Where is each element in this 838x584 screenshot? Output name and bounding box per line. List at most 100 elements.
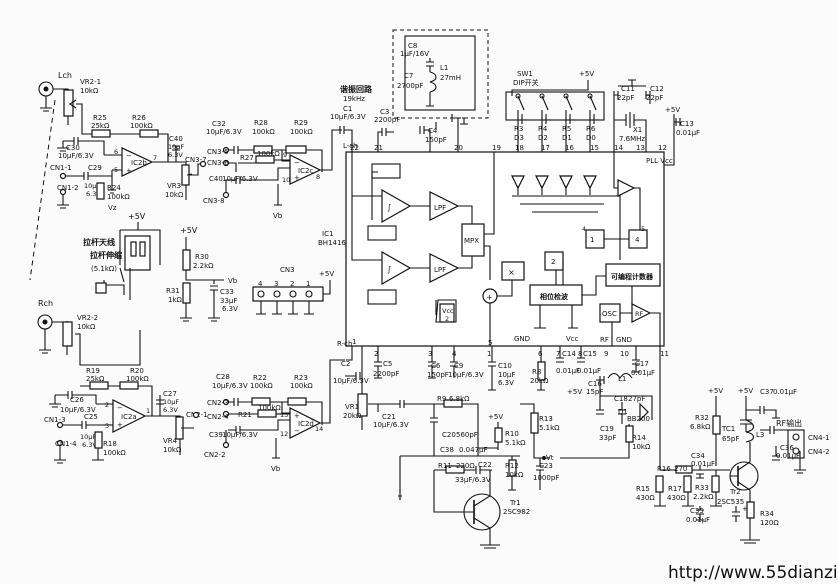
svg-text:(5.1kΩ): (5.1kΩ): [91, 265, 117, 273]
programmable-counter: [605, 263, 661, 287]
svg-text:MPX: MPX: [464, 237, 479, 245]
svg-text:RF输出: RF输出: [776, 418, 802, 428]
svg-text:3: 3: [274, 280, 278, 288]
svg-text:拉杆天线: 拉杆天线: [83, 237, 115, 247]
svg-text:R16: R16: [657, 465, 671, 473]
svg-text:R10: R10: [505, 430, 519, 438]
svg-text:13: 13: [280, 411, 288, 419]
svg-text:2SC982: 2SC982: [503, 508, 530, 516]
svg-text:−: −: [126, 152, 132, 160]
svg-text:CN3-8: CN3-8: [203, 197, 225, 205]
svg-text:12: 12: [280, 430, 288, 438]
svg-text:R30: R30: [195, 253, 209, 261]
svg-text:100kΩ: 100kΩ: [290, 128, 313, 136]
svg-text:TC1: TC1: [721, 425, 735, 433]
svg-text:R22: R22: [253, 374, 267, 382]
svg-text:C32: C32: [212, 120, 226, 128]
svg-text:OSC: OSC: [602, 310, 617, 318]
svg-text:IC2a: IC2a: [121, 413, 137, 421]
svg-text:IC1: IC1: [322, 230, 333, 238]
svg-text:VR3: VR3: [167, 182, 181, 190]
svg-text:100kΩ: 100kΩ: [257, 150, 280, 158]
vcc2-block: [439, 303, 455, 323]
svg-text:10μF: 10μF: [498, 371, 515, 379]
svg-text:Vb: Vb: [273, 212, 283, 220]
ic2d-opamp: + − IC2d: [289, 407, 322, 439]
svg-text:16: 16: [565, 144, 574, 152]
svg-text:C17: C17: [635, 360, 649, 368]
lch-label: Lch: [58, 71, 72, 80]
svg-text:C20: C20: [442, 431, 456, 439]
svg-text:C33: C33: [220, 288, 234, 296]
svg-text:C4: C4: [428, 127, 438, 135]
svg-text:2: 2: [551, 258, 555, 266]
svg-text:C12: C12: [650, 85, 664, 93]
mpx-block: [461, 223, 485, 257]
svg-text:RF: RF: [635, 310, 644, 318]
svg-text:R9: R9: [437, 395, 446, 403]
svg-text:CN1-3: CN1-3: [44, 416, 66, 424]
svg-text:R21: R21: [238, 411, 252, 419]
svg-text:1kΩ: 1kΩ: [168, 296, 183, 304]
svg-text:5: 5: [641, 225, 645, 233]
r13-resistor: [530, 412, 539, 434]
svg-text:4: 4: [582, 225, 586, 233]
svg-text:+: +: [742, 505, 748, 513]
svg-text:10kΩ: 10kΩ: [165, 191, 184, 199]
svg-text:10kΩ: 10kΩ: [505, 471, 524, 479]
svg-text:120Ω: 120Ω: [760, 519, 779, 527]
svg-text:C19: C19: [600, 425, 614, 433]
svg-text:R25: R25: [93, 114, 107, 122]
svg-text:100kΩ: 100kΩ: [290, 382, 313, 390]
svg-text:11: 11: [660, 350, 669, 358]
svg-text:GND: GND: [616, 336, 632, 344]
svg-text:25kΩ: 25kΩ: [86, 375, 105, 383]
svg-text:33μF/6.3V: 33μF/6.3V: [455, 476, 491, 484]
svg-text:+: +: [486, 293, 493, 302]
svg-text:10μF/6.3V: 10μF/6.3V: [222, 431, 258, 439]
svg-text:LPF: LPF: [434, 204, 446, 212]
svg-text:CN3: CN3: [280, 266, 295, 274]
svg-text:150pF: 150pF: [425, 136, 447, 144]
svg-text:+5V: +5V: [567, 388, 582, 396]
svg-text:10μF: 10μF: [168, 143, 184, 151]
svg-text:L-ch: L-ch: [343, 142, 358, 150]
r24-resistor: [96, 182, 105, 200]
svg-text:430Ω: 430Ω: [636, 494, 655, 502]
svg-text:3: 3: [428, 350, 432, 358]
svg-text:33μF: 33μF: [220, 297, 237, 305]
svg-text:CN1-2: CN1-2: [57, 184, 79, 192]
svg-text:100kΩ: 100kΩ: [107, 193, 130, 201]
svg-text:C2: C2: [341, 360, 350, 368]
svg-text:R17: R17: [668, 485, 682, 493]
svg-text:C10: C10: [498, 362, 512, 370]
svg-text:R28: R28: [254, 119, 268, 127]
svg-text:10μF/6.3V: 10μF/6.3V: [330, 113, 366, 121]
svg-text:0.01μF: 0.01μF: [676, 129, 700, 137]
svg-text:10kΩ: 10kΩ: [77, 323, 96, 331]
svg-text:+: +: [126, 167, 132, 175]
svg-text:6.3V: 6.3V: [163, 406, 178, 414]
svg-text:C36: C36: [780, 444, 794, 452]
cn3-7-terminal: [199, 160, 207, 168]
svg-text:19kHz: 19kHz: [343, 95, 365, 103]
svg-text:R24: R24: [107, 184, 121, 192]
svg-text:+: +: [117, 421, 123, 429]
svg-text:0.01μF: 0.01μF: [691, 460, 715, 468]
svg-text:100kΩ: 100kΩ: [258, 404, 281, 412]
svg-text:D2: D2: [538, 134, 548, 142]
svg-text:4: 4: [258, 280, 263, 288]
svg-text:6.3V: 6.3V: [82, 441, 97, 449]
svg-text:+5V: +5V: [579, 70, 594, 78]
svg-text:100kΩ: 100kΩ: [252, 128, 275, 136]
svg-text:C34: C34: [691, 452, 705, 460]
r31-resistor: [182, 282, 191, 304]
svg-text:6.3V: 6.3V: [86, 190, 101, 198]
svg-text:1: 1: [352, 338, 356, 346]
cn2-1-terminal: [192, 411, 200, 419]
svg-text:0.01μF: 0.01μF: [577, 367, 601, 375]
svg-text:7: 7: [153, 154, 157, 162]
svg-text:C38: C38: [440, 446, 454, 454]
svg-text:20kΩ: 20kΩ: [530, 377, 549, 385]
svg-text:+5V: +5V: [128, 212, 146, 221]
